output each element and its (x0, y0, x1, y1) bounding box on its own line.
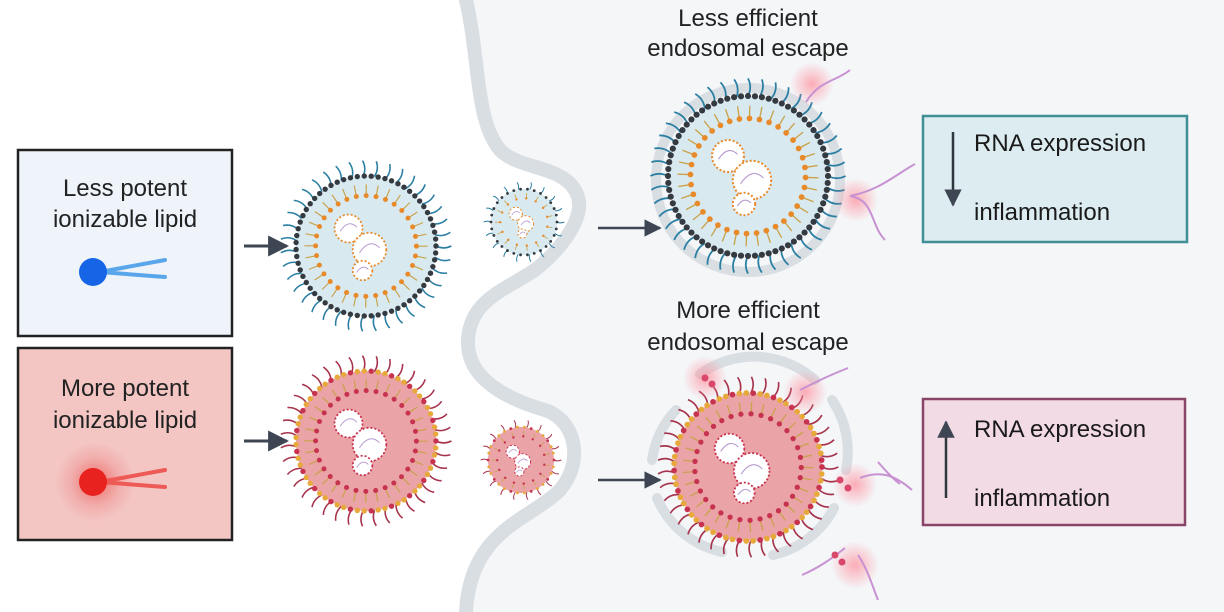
outcome-less-line2: inflammation (974, 199, 1110, 226)
escaping-rna-less (790, 62, 916, 241)
outcome-box-less: RNA expression inflammation (921, 114, 1189, 244)
blue-lipid-icon (79, 258, 167, 286)
lnp-less-endocytosed (483, 182, 565, 262)
less-escape-label-line1: Less efficient (678, 5, 818, 32)
rna-cap (701, 374, 709, 382)
outcome-less-line1: RNA expression (974, 130, 1146, 157)
outcome-more-line2: inflammation (974, 485, 1110, 512)
plasma-membrane (459, 0, 586, 612)
rna-cap (844, 484, 852, 492)
less-potent-label-line2: ionizable lipid (53, 206, 197, 233)
lnp-more-in-endosome (657, 376, 839, 558)
less-potent-label-line1: Less potent (63, 175, 187, 202)
more-potent-label-line1: More potent (61, 375, 189, 402)
less-potent-lipid-box: Less potent ionizable lipid (16, 148, 234, 338)
less-escape-label-line2: endosomal escape (647, 35, 848, 62)
rna-cap (836, 476, 844, 484)
lnp-more-endocytosed (480, 420, 562, 500)
more-escape-label-line2: endosomal escape (647, 329, 848, 356)
outcome-box-more: RNA expression inflammation (921, 397, 1187, 527)
more-potent-lipid-box: More potent ionizable lipid (16, 346, 234, 542)
rna-cap (708, 380, 716, 388)
lnp-less-in-endosome (650, 78, 846, 274)
more-escape-label-line1: More efficient (676, 297, 820, 324)
lnp-more-large (280, 355, 452, 527)
more-potent-label-line2: ionizable lipid (53, 407, 197, 434)
outcome-more-line1: RNA expression (974, 416, 1146, 443)
rna-cap (831, 551, 839, 559)
rna-cap (838, 558, 846, 566)
lnp-less-large (280, 160, 452, 332)
red-lipid-icon (55, 442, 167, 522)
